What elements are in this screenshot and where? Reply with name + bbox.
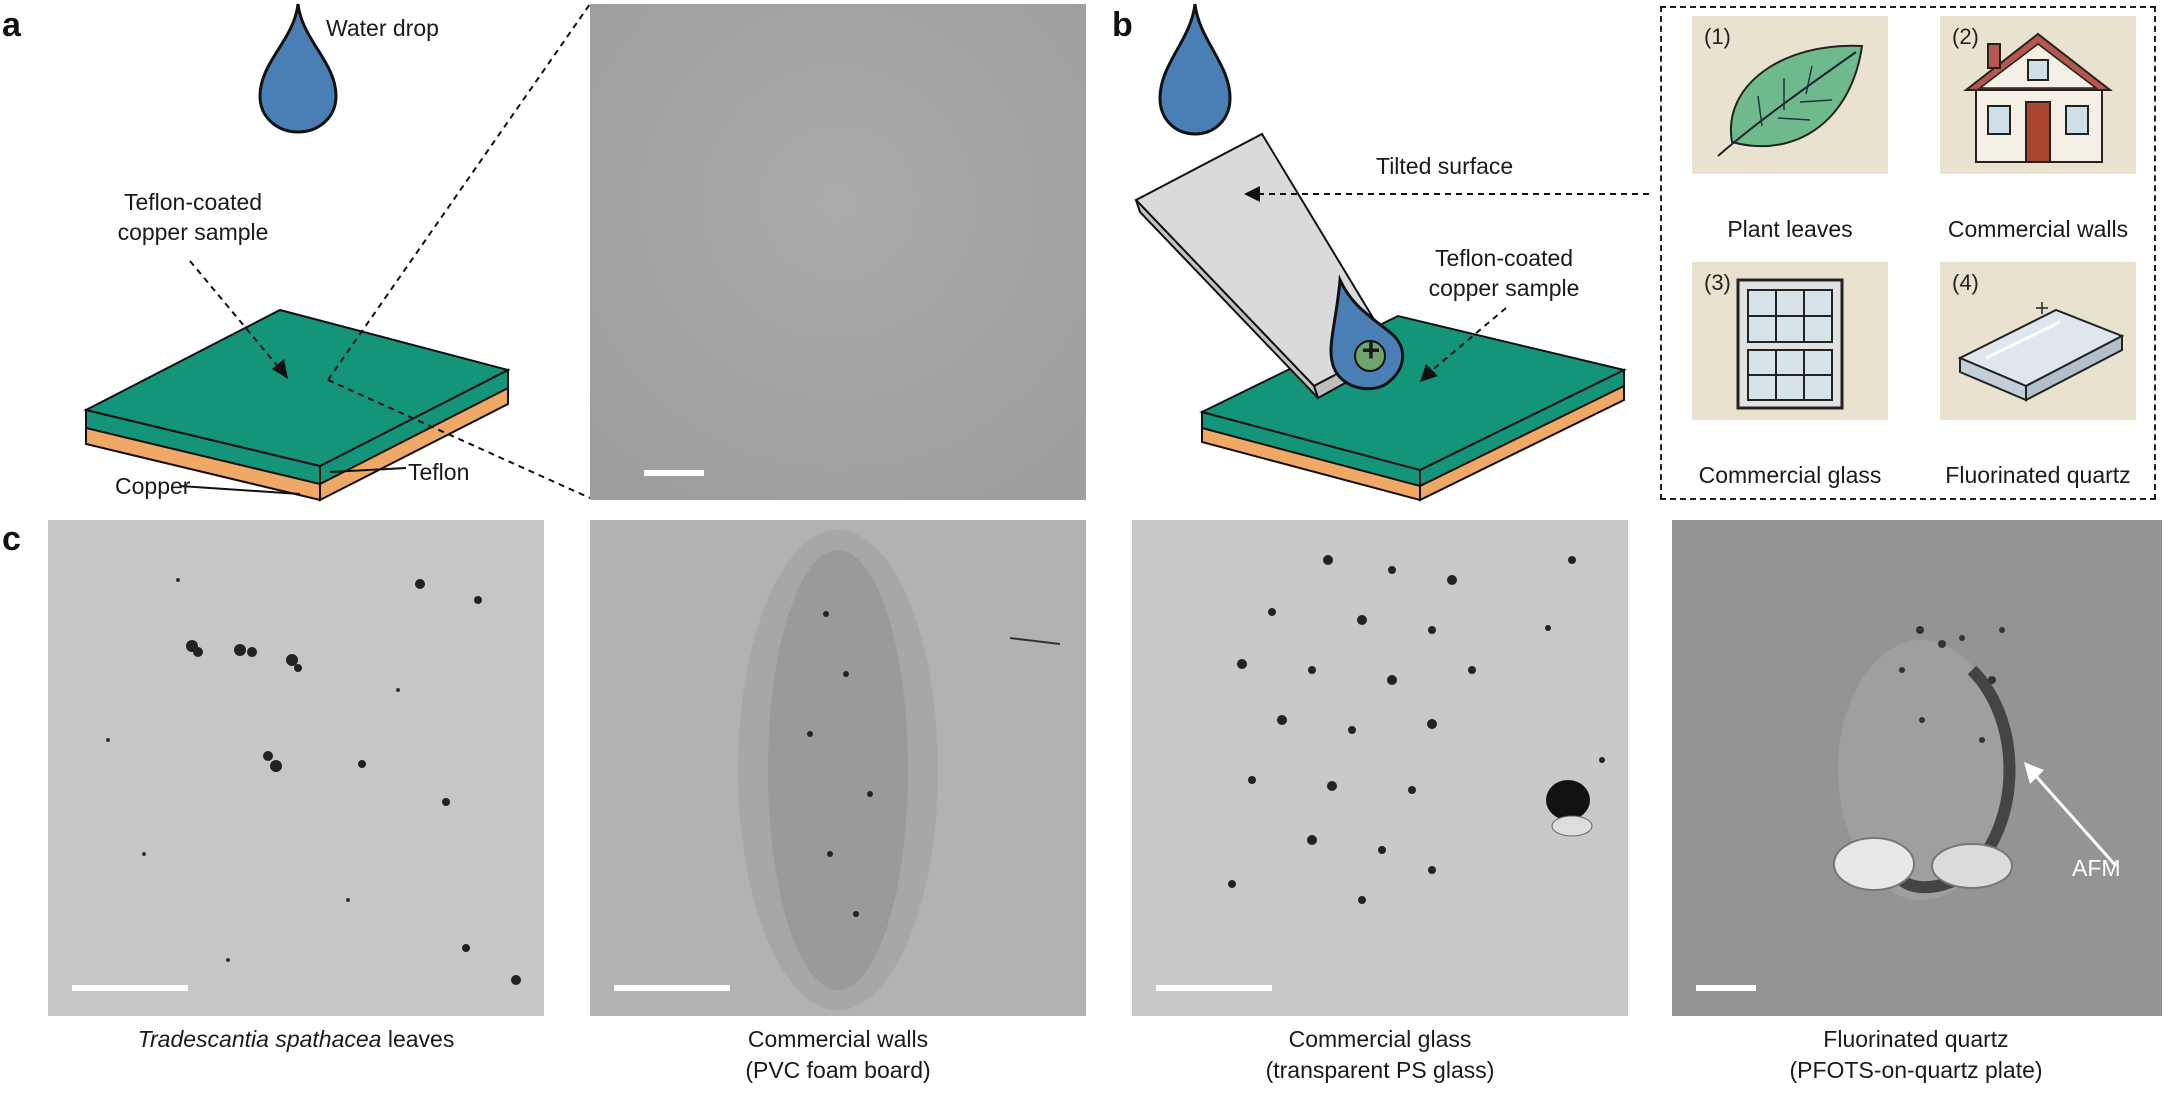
water-drop-label: Water drop [326, 15, 439, 41]
micrograph-clean-teflon [590, 4, 1086, 500]
card-commercial-walls: (2) [1940, 16, 2136, 174]
teflon-label: Teflon [408, 459, 470, 485]
water-drop-icon-b [1158, 3, 1232, 136]
card-fluorinated-quartz: (4) [1940, 262, 2136, 420]
panel-a-letter: a [2, 6, 21, 44]
caption-glass-line1: Commercial glass [1288, 1026, 1472, 1052]
tilted-surface-label: Tilted surface [1376, 153, 1514, 179]
sample-label-a-2: copper sample [117, 219, 269, 245]
panel-c-letter: c [2, 520, 21, 558]
micrograph-leaves [48, 520, 544, 1016]
pattern-quartz [1833, 626, 2016, 900]
sample-arrow-a [189, 260, 288, 379]
card-num-2: (2) [1952, 24, 1979, 49]
caption-quartz-line2: (PFOTS-on-quartz plate) [1789, 1057, 2043, 1084]
caption-glass-line2: (transparent PS glass) [1265, 1057, 1495, 1084]
sample-arrow-b [1420, 307, 1507, 382]
teflon-copper-slab-a [83, 308, 511, 502]
card-num-4: (4) [1952, 270, 1979, 295]
zoom-lines [327, 3, 591, 499]
copper-label: Copper [115, 473, 191, 499]
water-drop-icon [258, 3, 338, 134]
caption-glass: Commercial glass (transparent PS glass) [1130, 1024, 1630, 1086]
card-label-commercial-glass: Commercial glass [1698, 462, 1882, 488]
caption-walls-line1: Commercial walls [747, 1026, 929, 1052]
card-label-commercial-walls: Commercial walls [1947, 216, 2129, 242]
caption-walls-line2: (PVC foam board) [745, 1057, 931, 1084]
pattern-walls [738, 530, 1061, 1010]
scale-bar-c4 [1696, 985, 1756, 991]
charge-symbol: + [1361, 332, 1381, 368]
card-plant-leaves: (1) [1692, 16, 1888, 174]
card-label-fluorinated-quartz: Fluorinated quartz [1945, 462, 2131, 488]
micrograph-quartz: AFM [1672, 520, 2162, 1016]
card-num-1: (1) [1704, 24, 1731, 49]
house-icon [1963, 32, 2113, 163]
caption-walls: Commercial walls (PVC foam board) [588, 1024, 1088, 1086]
sample-label-a-1: Teflon-coated [123, 189, 263, 215]
card-num-3: (3) [1704, 270, 1731, 295]
afm-label: AFM [2072, 855, 2121, 881]
dots-leaves [106, 578, 521, 985]
sample-label-b-1: Teflon-coated [1434, 245, 1574, 271]
scale-bar-c2 [614, 985, 730, 991]
leaf-icon [1717, 44, 1864, 157]
caption-leaves-italic: Tradescantia spathacea [137, 1026, 382, 1052]
tilted-setup [1134, 132, 1627, 502]
window-icon [1736, 278, 1844, 410]
sample-label-b-2: copper sample [1428, 275, 1580, 301]
scale-bar-a [644, 470, 704, 476]
micrograph-walls [590, 520, 1086, 1016]
tilted-arrow [1244, 186, 1654, 202]
card-commercial-glass: (3) [1692, 262, 1888, 420]
afm-arrow [2024, 762, 2118, 867]
micrograph-glass [1132, 520, 1628, 1016]
card-label-plant-leaves: Plant leaves [1727, 216, 1853, 242]
quartz-plate-icon [1957, 302, 2125, 402]
panel-b-letter: b [1112, 6, 1133, 44]
surfaces-box [1660, 6, 2156, 500]
pattern-glass [1228, 555, 1605, 904]
caption-quartz: Fluorinated quartz (PFOTS-on-quartz plat… [1666, 1024, 2164, 1086]
caption-leaves: Tradescantia spathacea leaves [46, 1024, 546, 1055]
scale-bar-c1 [72, 985, 188, 991]
caption-leaves-rest: leaves [381, 1026, 455, 1052]
scale-bar-c3 [1156, 985, 1272, 991]
caption-quartz-line1: Fluorinated quartz [1823, 1026, 2009, 1052]
